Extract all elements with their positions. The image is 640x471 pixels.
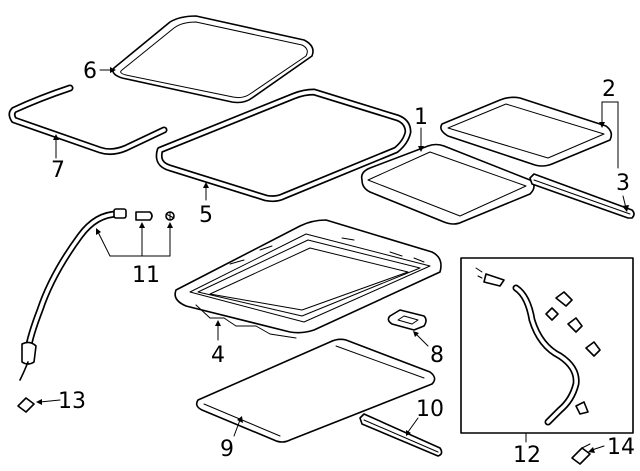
callout-6: 6 xyxy=(83,59,97,84)
callout-13: 13 xyxy=(58,389,86,414)
callout-10: 10 xyxy=(416,397,444,422)
callout-12: 12 xyxy=(513,443,541,468)
part-6-glass-panel xyxy=(112,15,314,104)
callout-14: 14 xyxy=(607,435,635,460)
callout-9: 9 xyxy=(220,437,234,462)
part-5-weatherstrip xyxy=(155,88,412,203)
part-2-rear-glass xyxy=(440,96,613,167)
part-3-trim-strip xyxy=(529,173,635,219)
part-13-fitting xyxy=(17,397,35,413)
part-4-frame xyxy=(174,219,442,339)
callout-2: 2 xyxy=(602,77,616,102)
callout-7: 7 xyxy=(51,158,65,183)
callout-1: 1 xyxy=(414,105,428,130)
callout-5: 5 xyxy=(199,203,213,228)
callouts: 1 2 3 4 5 6 7 8 9 10 11 12 13 14 xyxy=(51,59,635,468)
part-11-clips xyxy=(135,211,175,221)
part-12-inset xyxy=(460,257,634,434)
callout-4: 4 xyxy=(211,343,225,368)
part-1-glass xyxy=(360,143,535,225)
part-7-seal-strip xyxy=(8,84,168,156)
part-9-sunshade xyxy=(195,338,436,443)
part-8-bracket xyxy=(387,309,427,331)
part-14-fitting xyxy=(571,443,591,465)
callout-11: 11 xyxy=(132,263,160,288)
part-10-rail xyxy=(359,413,443,457)
leader-lines xyxy=(36,67,629,453)
callout-3: 3 xyxy=(616,171,630,196)
callout-8: 8 xyxy=(430,343,444,368)
part-13-drain-hose xyxy=(19,208,127,381)
